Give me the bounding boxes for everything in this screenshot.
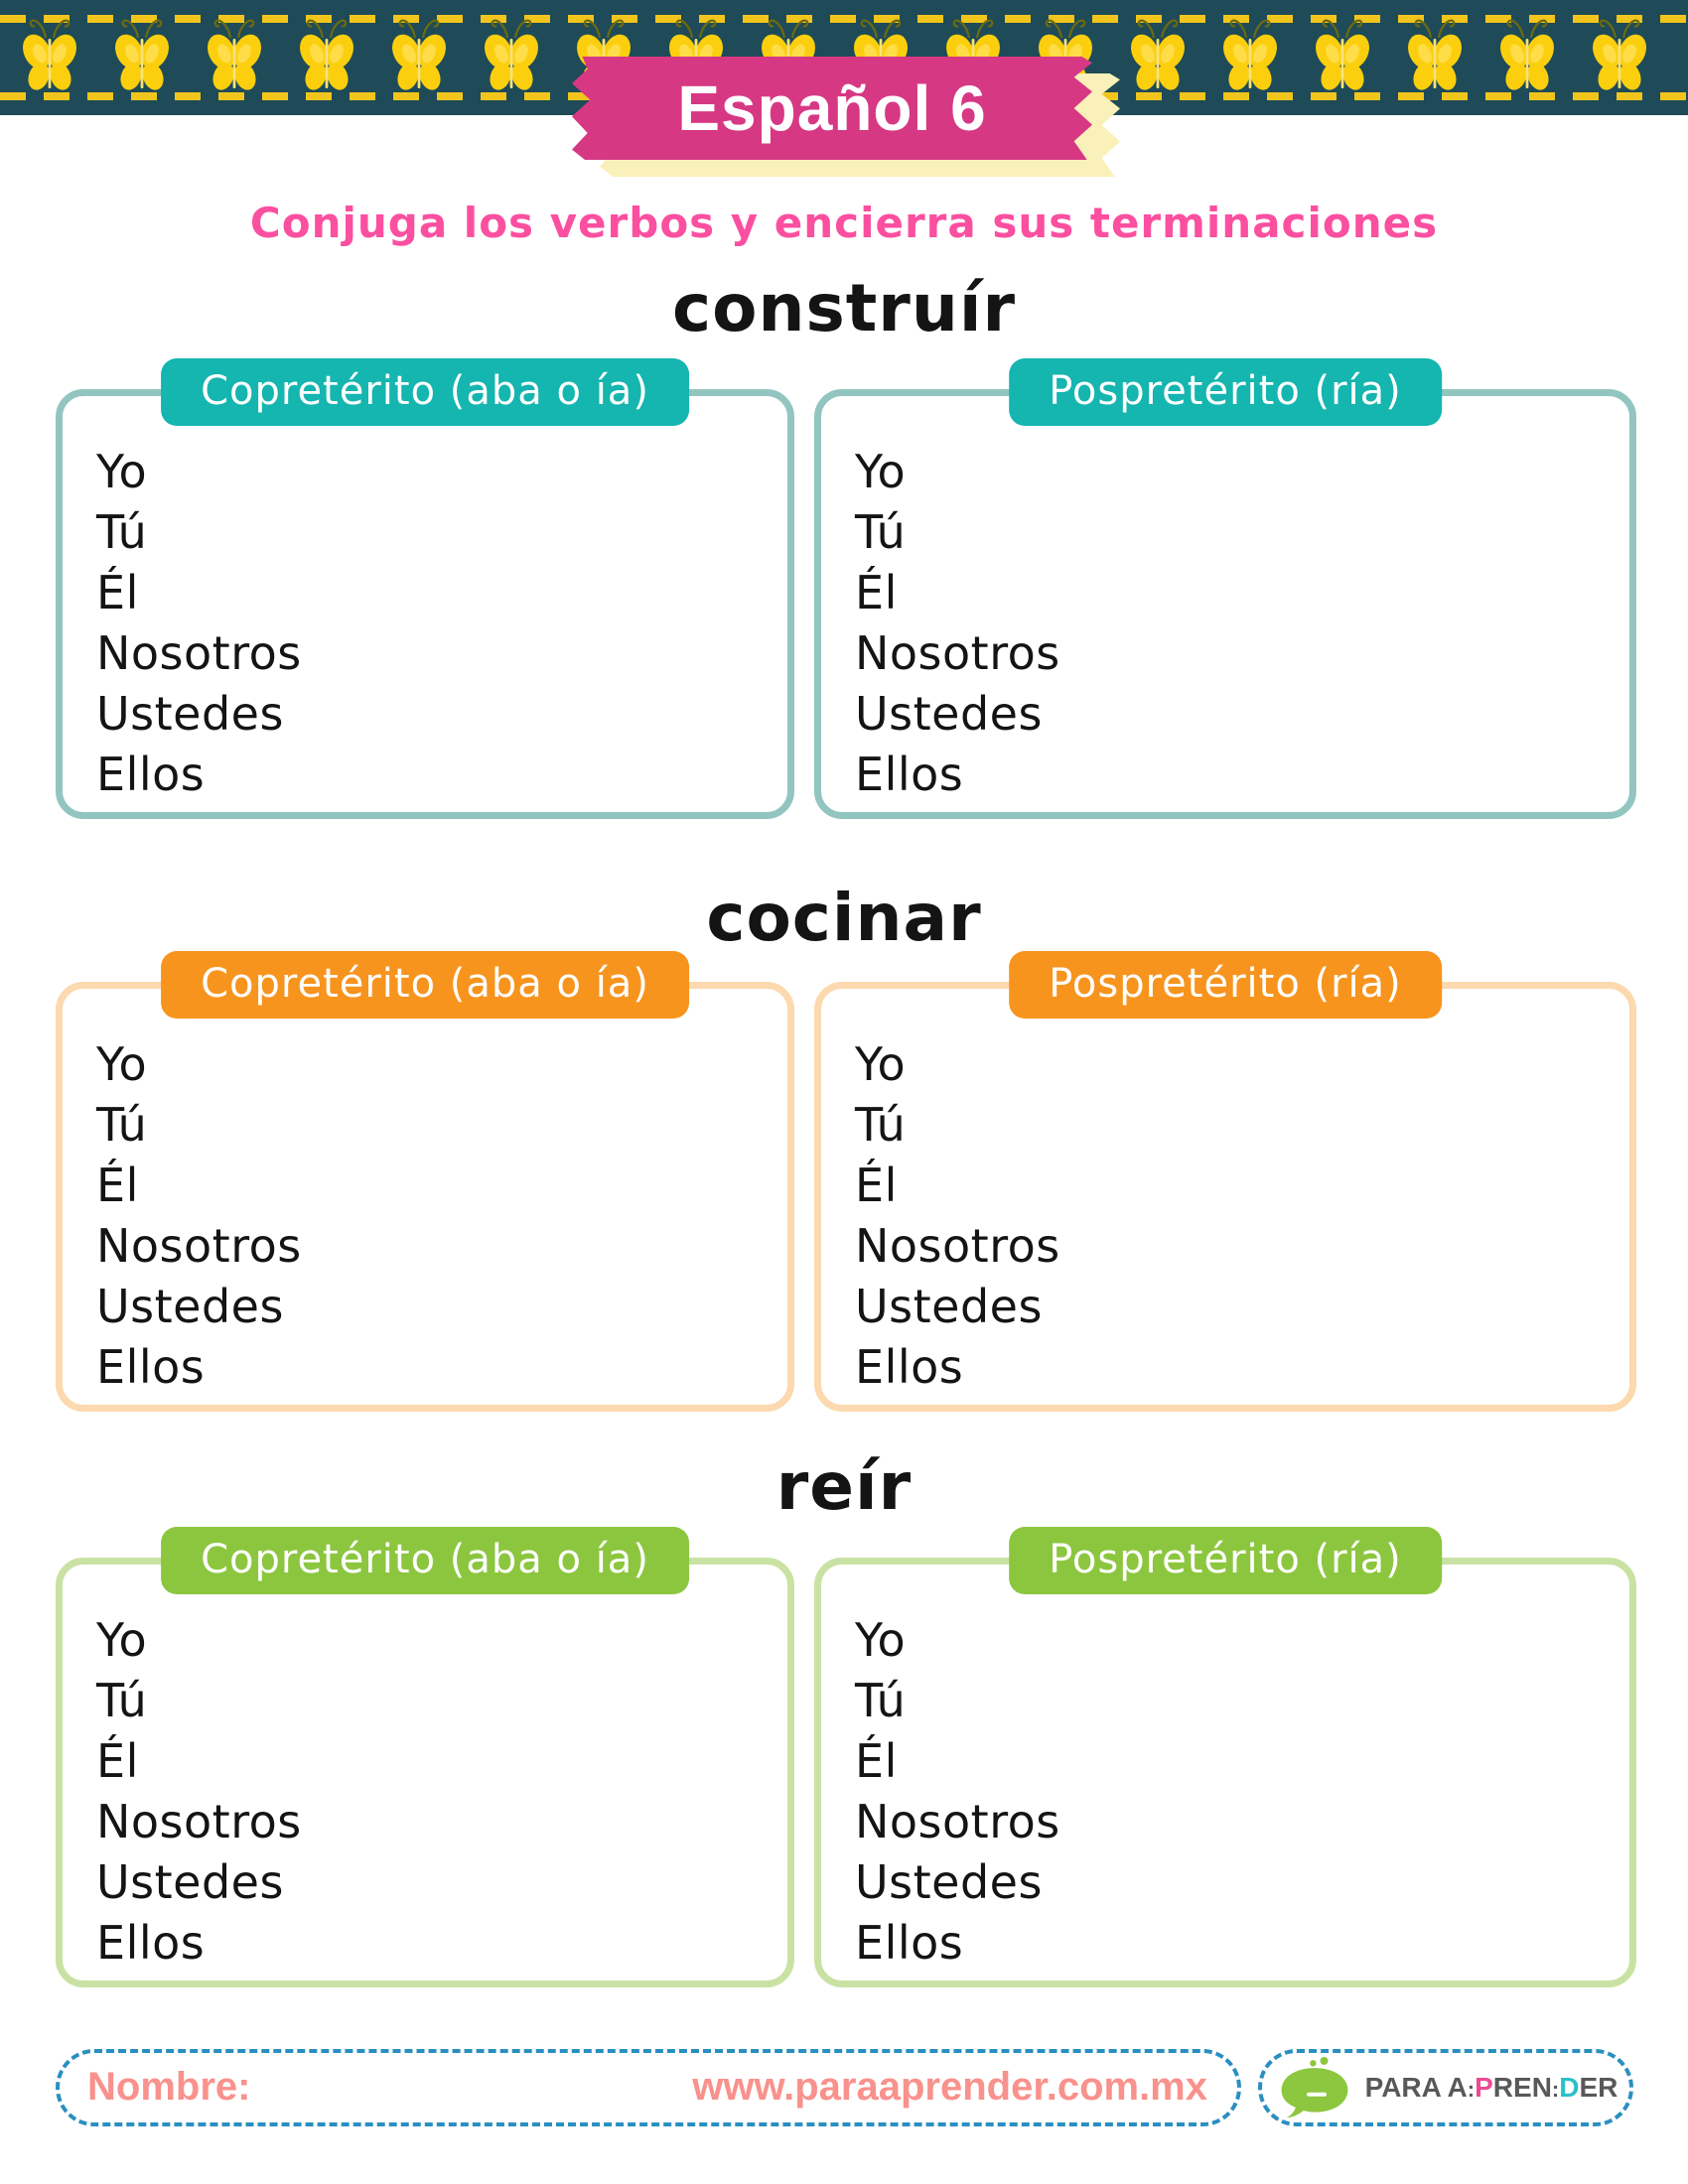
box-header-pospreterito: Pospretérito (ría): [1009, 1526, 1442, 1594]
brand-letter-d: D: [1559, 2071, 1580, 2103]
speech-bubble-icon: [1281, 2056, 1347, 2117]
box-header-copreterito: Copretérito (aba o ía): [161, 951, 689, 1020]
pronoun-list: Yo Tú Él Nosotros Ustedes Ellos: [63, 396, 787, 805]
pronoun-label: Tú: [96, 1098, 148, 1153]
banner-dashed-line-top: [0, 15, 1688, 23]
verb-title: reír: [775, 1448, 913, 1526]
pronoun-label: Ustedes: [96, 1854, 284, 1909]
brand-part: REN: [1492, 2071, 1552, 2103]
pronoun-label: Nosotros: [855, 1219, 1060, 1274]
box-header-pospreterito: Pospretérito (ría): [1009, 357, 1442, 426]
pronoun-label: Él: [855, 565, 898, 619]
pronoun-label: Nosotros: [96, 1219, 302, 1274]
boxes-row: Copretérito (aba o ía) Yo Tú Él Nosotros…: [0, 1526, 1688, 1987]
name-label: Nombre:: [87, 2065, 251, 2110]
pronoun-label: Ustedes: [96, 686, 284, 741]
verb-title: cocinar: [706, 879, 982, 956]
pronoun-label: Ustedes: [855, 1280, 1043, 1334]
conjugation-box-copreterito[interactable]: Copretérito (aba o ía) Yo Tú Él Nosotros…: [56, 951, 794, 1413]
brand-logo: PARA A:PREN:DER: [1258, 2048, 1633, 2126]
pronoun-label: Yo: [855, 1612, 907, 1667]
pronoun-label: Tú: [855, 504, 907, 559]
pronoun-list: Yo Tú Él Nosotros Ustedes Ellos: [821, 989, 1629, 1398]
pronoun-list: Yo Tú Él Nosotros Ustedes Ellos: [63, 989, 787, 1398]
pronoun-label: Yo: [96, 1037, 148, 1092]
pronoun-label: Ellos: [96, 747, 206, 801]
brand-letter-p: P: [1475, 2071, 1493, 2103]
box-header-copreterito: Copretérito (aba o ía): [161, 357, 689, 426]
pronoun-label: Nosotros: [96, 625, 302, 680]
pronoun-label: Ustedes: [855, 1854, 1043, 1909]
pronoun-label: Yo: [96, 1612, 148, 1667]
pronoun-label: Tú: [96, 1673, 148, 1727]
pronoun-list: Yo Tú Él Nosotros Ustedes Ellos: [63, 1565, 787, 1974]
pronoun-label: Ustedes: [96, 1280, 284, 1334]
pronoun-label: Ustedes: [855, 686, 1043, 741]
boxes-row: Copretérito (aba o ía) Yo Tú Él Nosotros…: [0, 357, 1688, 819]
pronoun-label: Nosotros: [855, 1794, 1060, 1848]
pronoun-label: Ellos: [96, 1340, 206, 1395]
pronoun-label: Ellos: [855, 1340, 964, 1395]
pronoun-list: Yo Tú Él Nosotros Ustedes Ellos: [821, 1565, 1629, 1974]
pronoun-list: Yo Tú Él Nosotros Ustedes Ellos: [821, 396, 1629, 805]
pronoun-label: Él: [96, 565, 139, 619]
section-cocinar: cocinar Copretérito (aba o ía) Yo Tú Él …: [0, 879, 1688, 1413]
conjugation-box-copreterito[interactable]: Copretérito (aba o ía) Yo Tú Él Nosotros…: [56, 357, 794, 819]
pronoun-label: Nosotros: [855, 625, 1060, 680]
verb-title: construír: [672, 270, 1016, 346]
name-field[interactable]: Nombre: www.paraaprender.com.mx: [56, 2048, 1241, 2126]
instruction-text: Conjuga los verbos y encierra sus termin…: [249, 199, 1439, 247]
pronoun-label: Yo: [855, 444, 907, 498]
pronoun-label: Él: [855, 1159, 898, 1213]
pronoun-label: Él: [96, 1733, 139, 1788]
brand-separator: :: [1467, 2076, 1476, 2102]
conjugation-box-pospreterito[interactable]: Pospretérito (ría) Yo Tú Él Nosotros Ust…: [814, 951, 1636, 1413]
conjugation-box-pospreterito[interactable]: Pospretérito (ría) Yo Tú Él Nosotros Ust…: [814, 357, 1636, 819]
title-ribbon: Español 6: [572, 57, 1092, 160]
boxes-row: Copretérito (aba o ía) Yo Tú Él Nosotros…: [0, 951, 1688, 1413]
box-header-copreterito: Copretérito (aba o ía): [161, 1526, 689, 1594]
pronoun-label: Él: [855, 1733, 898, 1788]
pronoun-label: Tú: [96, 504, 148, 559]
pronoun-label: Yo: [855, 1037, 907, 1092]
brand-separator: :: [1551, 2076, 1560, 2102]
footer: Nombre: www.paraaprender.com.mx PARA A:P…: [0, 2048, 1688, 2126]
pronoun-label: Él: [96, 1159, 139, 1213]
pronoun-label: Ellos: [855, 1915, 964, 1970]
page-title: Español 6: [677, 72, 987, 144]
brand-name: PARA A:PREN:DER: [1365, 2072, 1618, 2104]
website-link[interactable]: www.paraaprender.com.mx: [692, 2065, 1207, 2110]
brand-part: PARA A: [1364, 2071, 1468, 2103]
box-header-pospreterito: Pospretérito (ría): [1009, 951, 1442, 1020]
conjugation-box-copreterito[interactable]: Copretérito (aba o ía) Yo Tú Él Nosotros…: [56, 1526, 794, 1987]
section-reir: reír Copretérito (aba o ía) Yo Tú Él Nos…: [0, 1451, 1688, 1987]
pronoun-label: Nosotros: [96, 1794, 302, 1848]
pronoun-label: Tú: [855, 1673, 907, 1727]
pronoun-label: Ellos: [855, 747, 964, 801]
brand-part: ER: [1579, 2071, 1618, 2103]
section-construir: construír Copretérito (aba o ía) Yo Tú É…: [0, 270, 1688, 819]
pronoun-label: Tú: [855, 1098, 907, 1153]
pronoun-label: Ellos: [96, 1915, 206, 1970]
pronoun-label: Yo: [96, 444, 148, 498]
conjugation-box-pospreterito[interactable]: Pospretérito (ría) Yo Tú Él Nosotros Ust…: [814, 1526, 1636, 1987]
